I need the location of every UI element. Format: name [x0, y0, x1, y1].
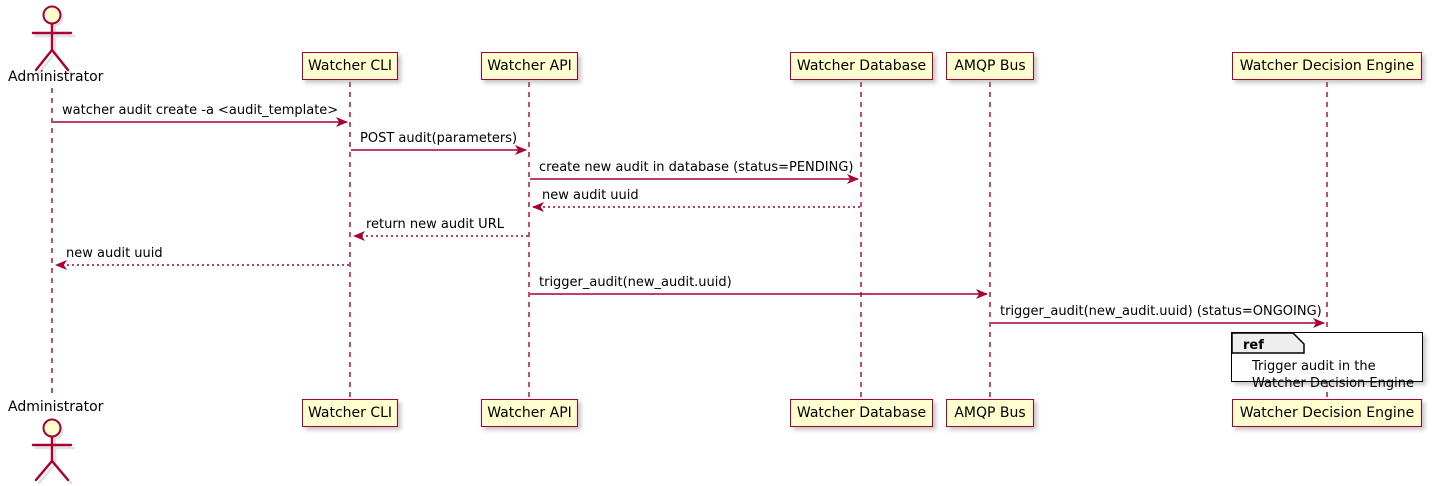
participant-box-watcher-cli-top[interactable]: Watcher CLI	[302, 52, 398, 80]
ref-body-text: Trigger audit in the Watcher Decision En…	[1252, 359, 1414, 391]
participant-box-amqp-bus-top[interactable]: AMQP Bus	[946, 52, 1034, 80]
participant-box-watcher-decision-engine-bottom[interactable]: Watcher Decision Engine	[1232, 399, 1422, 427]
actor-label-administrator-top: Administrator	[8, 69, 104, 85]
participant-box-watcher-api-bottom[interactable]: Watcher API	[481, 399, 578, 427]
message-label-1: watcher audit create -a <audit_template>	[62, 103, 339, 118]
message-label-4: new audit uuid	[542, 188, 639, 203]
participant-box-watcher-cli-bottom[interactable]: Watcher CLI	[302, 399, 398, 427]
message-label-8: trigger_audit(new_audit.uuid) (status=ON…	[1000, 304, 1322, 319]
message-label-3: create new audit in database (status=PEN…	[539, 160, 854, 175]
ref-tab-label: ref	[1243, 338, 1264, 353]
participant-box-watcher-api-top[interactable]: Watcher API	[481, 52, 578, 80]
actor-administrator-top	[31, 5, 76, 75]
message-label-5: return new audit URL	[366, 217, 504, 232]
participant-box-amqp-bus-bottom[interactable]: AMQP Bus	[946, 399, 1034, 427]
ref-fragment: ref Trigger audit in the Watcher Decisio…	[1230, 331, 1423, 391]
lifelines	[51, 82, 1328, 398]
participant-box-watcher-decision-engine-top[interactable]: Watcher Decision Engine	[1232, 52, 1422, 80]
participant-box-watcher-database-bottom[interactable]: Watcher Database	[790, 399, 933, 427]
message-arrows	[53, 117, 1325, 328]
participant-box-watcher-database-top[interactable]: Watcher Database	[790, 52, 933, 80]
ref-tab-shape	[1230, 331, 1305, 354]
message-label-2: POST audit(parameters)	[360, 131, 518, 146]
actor-administrator-bottom	[31, 418, 76, 485]
message-label-6: new audit uuid	[66, 246, 163, 261]
actor-label-administrator-bottom: Administrator	[8, 399, 104, 415]
message-label-7: trigger_audit(new_audit.uuid)	[539, 275, 732, 290]
